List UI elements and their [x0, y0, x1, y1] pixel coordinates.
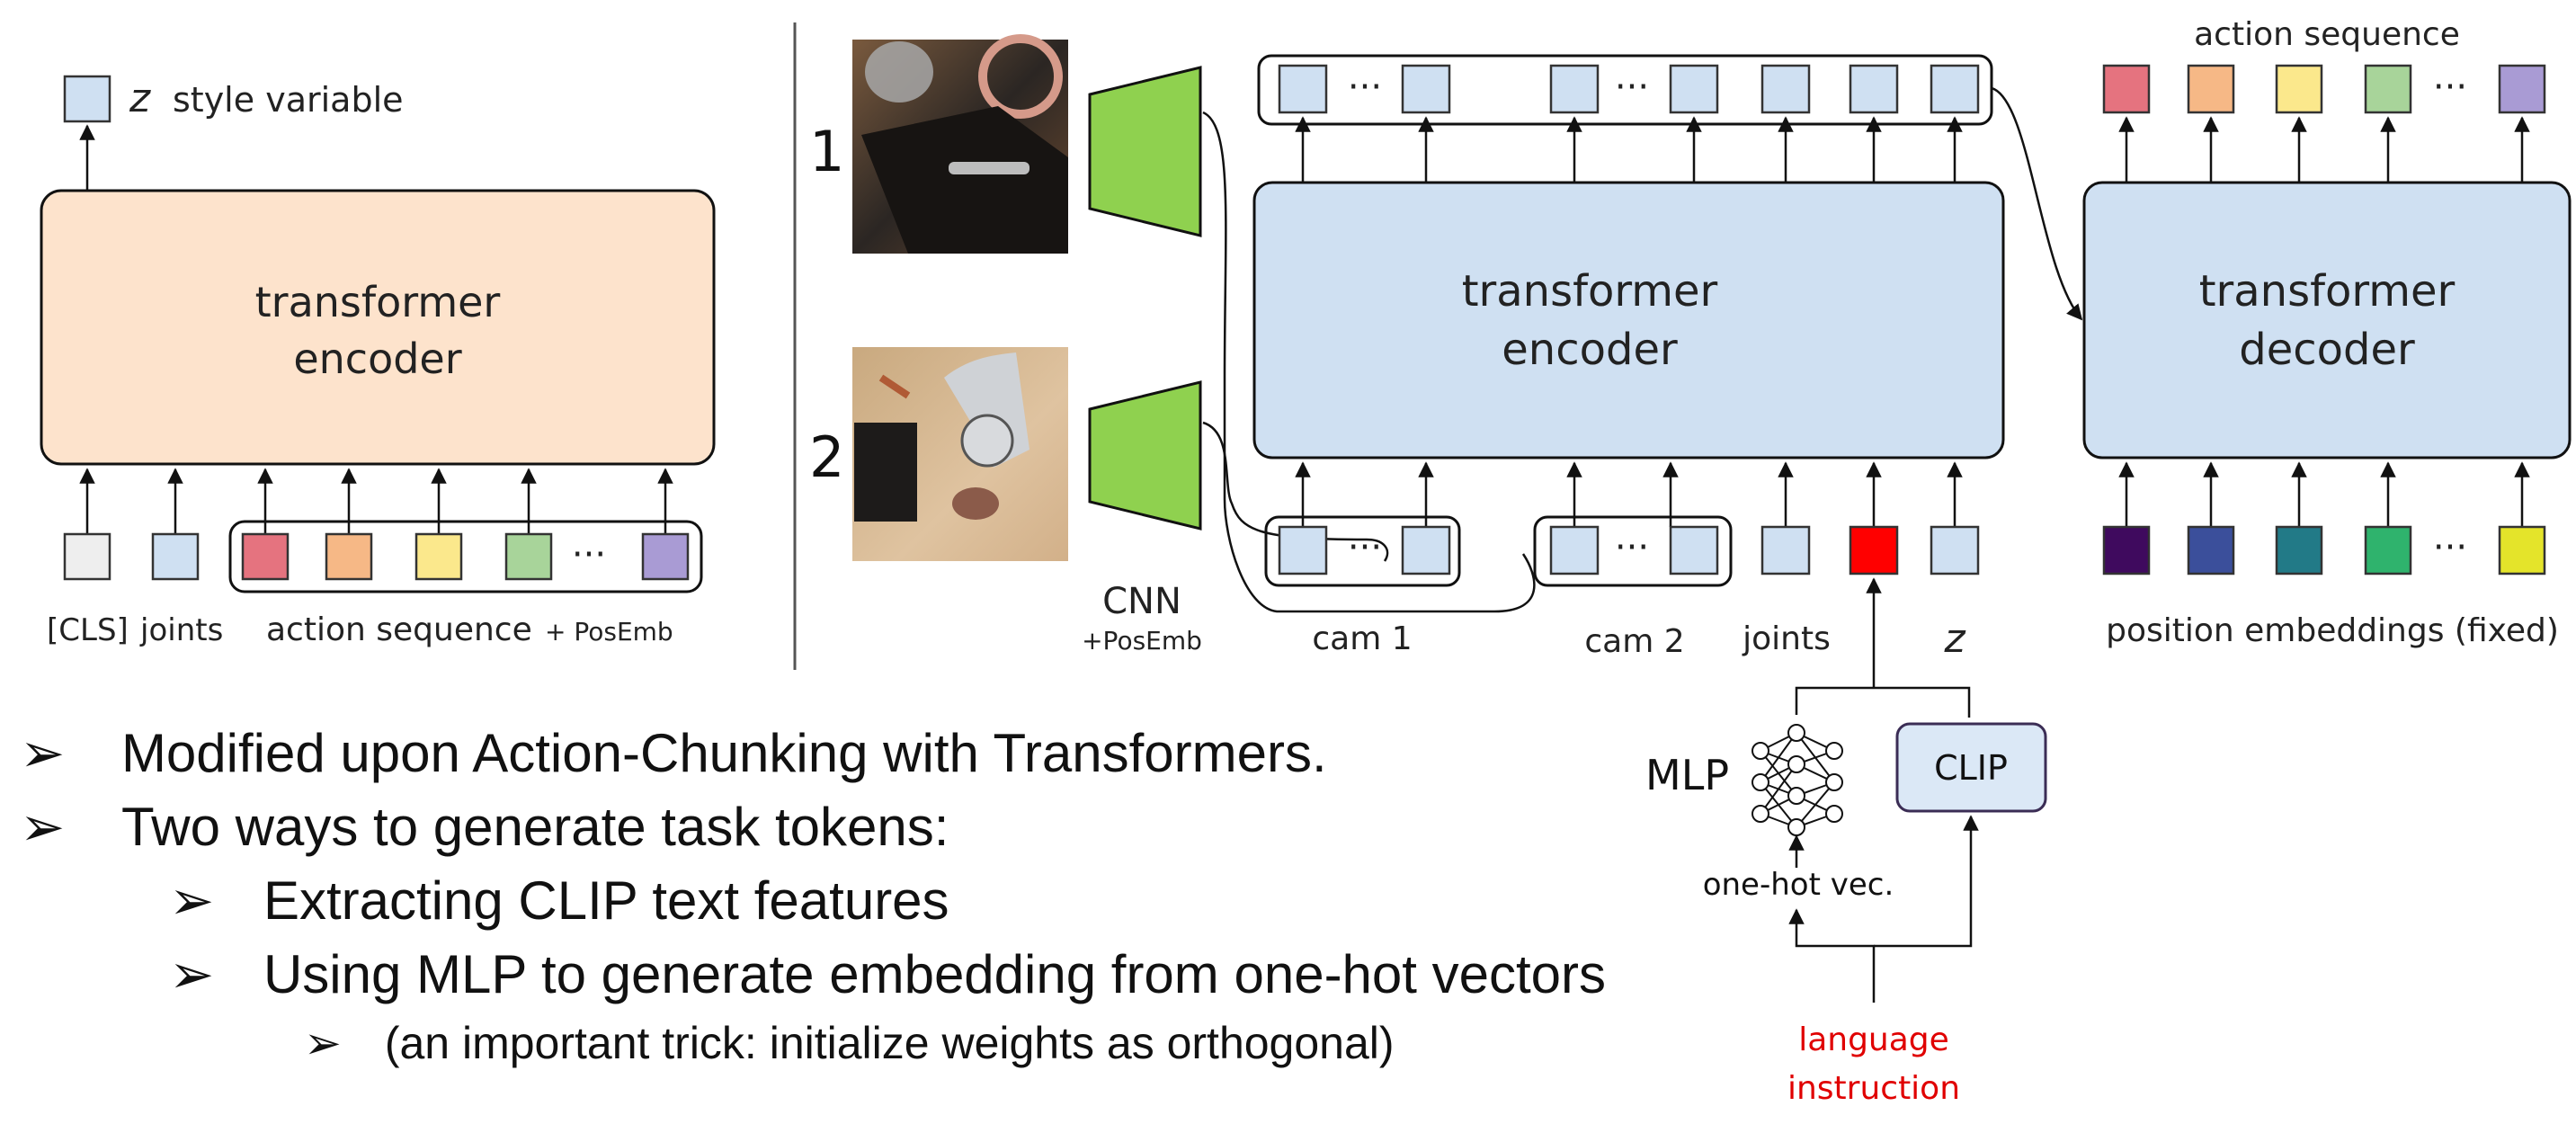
- decoder-label-2: decoder: [2239, 325, 2415, 375]
- cam2-number: 2: [809, 424, 844, 490]
- vae-action-token: [414, 532, 463, 581]
- cam1-number: 1: [809, 119, 844, 184]
- vae-style-label: style variable: [173, 80, 404, 120]
- encoder-output-token: [1930, 64, 1980, 114]
- language-label-1: language: [1798, 1021, 1949, 1058]
- vae-encoder-label-1: transformer: [255, 278, 501, 326]
- bullet-text: Using MLP to generate embedding from one…: [263, 944, 1607, 1004]
- camera-image-1: [852, 34, 1068, 254]
- encoder-output-token: [1278, 64, 1328, 114]
- action-ellipsis: ···: [2433, 67, 2467, 108]
- encoder-output-token: [1849, 64, 1899, 114]
- vae-action-token: [504, 532, 553, 581]
- z-token: [1930, 525, 1980, 575]
- encoder-output-token: [1760, 64, 1811, 114]
- vae-posemb-label: + PosEmb: [545, 617, 673, 647]
- bullet-marker: ➢: [20, 797, 66, 857]
- policy-transformer-encoder: [1252, 181, 2005, 459]
- posemb-token: [2102, 525, 2151, 575]
- language-label-2: instruction: [1787, 1070, 1960, 1107]
- cam1-token: [1278, 525, 1328, 575]
- bullet-text: Modified upon Action-Chunking with Trans…: [120, 723, 1327, 783]
- vae-ellipsis: ···: [572, 534, 606, 575]
- bullet-1: ➢ Modified upon Action-Chunking with Tra…: [20, 727, 1327, 781]
- posemb-token: [2498, 525, 2546, 575]
- decoder-label-1: transformer: [2199, 266, 2456, 317]
- bullet-marker: ➢: [20, 723, 66, 783]
- bullet-5: ➢ (an important trick: initialize weight…: [304, 1021, 1395, 1066]
- joints-label: joints: [1742, 620, 1831, 657]
- cam1-token: [1401, 525, 1451, 575]
- policy-encoder-label-2: encoder: [1502, 325, 1678, 375]
- mlp-network-icon: [1752, 724, 1843, 836]
- encoder-output-ellipsis: ···: [1615, 67, 1649, 108]
- bullet-marker: ➢: [169, 870, 215, 931]
- cam2-ellipsis: ···: [1615, 527, 1649, 568]
- policy-encoder-label-1: transformer: [1462, 266, 1718, 317]
- vae-z-symbol: z: [129, 76, 151, 121]
- encoder-output-token: [1401, 64, 1451, 114]
- clip-box: [1895, 722, 2047, 813]
- vae-cls-label: [CLS]: [47, 612, 129, 648]
- bullet-4: ➢ Using MLP to generate embedding from o…: [169, 948, 1606, 1002]
- cam1-ellipsis: ···: [1348, 527, 1382, 568]
- z-label: z: [1943, 616, 1965, 662]
- posemb-token: [2187, 525, 2235, 575]
- bullet-3: ➢ Extracting CLIP text features: [169, 874, 949, 928]
- mlp-label: MLP: [1645, 751, 1729, 799]
- bullet-marker: ➢: [169, 944, 215, 1004]
- encoder-output-token: [1669, 64, 1719, 114]
- cam2-token-group: [1533, 515, 1733, 587]
- cnn-posemb-label: +PosEmb: [1082, 626, 1202, 656]
- policy-panel: 1 2 CNN +PosEmb ···: [809, 16, 2572, 1107]
- action-token: [2364, 64, 2412, 114]
- encoder-output-group: [1257, 54, 1993, 126]
- cnn-label: CNN: [1102, 581, 1181, 622]
- clip-label: CLIP: [1934, 748, 2008, 788]
- onehot-label: one-hot vec.: [1703, 867, 1894, 903]
- vae-action-token: [325, 532, 373, 581]
- vae-transformer-encoder: [40, 189, 716, 466]
- bullet-2: ➢ Two ways to generate task tokens:: [20, 800, 949, 854]
- vae-action-token: [241, 532, 290, 581]
- cam1-label: cam 1: [1312, 620, 1412, 657]
- action-token: [2275, 64, 2323, 114]
- action-token: [2102, 64, 2151, 114]
- cnn-block-1: [1088, 66, 1202, 237]
- encoder-output-ellipsis: ···: [1348, 67, 1382, 108]
- encoder-output-token: [1549, 64, 1600, 114]
- cam2-token: [1549, 525, 1600, 575]
- position-embeddings-label: position embeddings (fixed): [2106, 612, 2559, 649]
- cam2-label: cam 2: [1584, 623, 1684, 660]
- vae-z-token: [63, 75, 111, 123]
- vae-encoder-label-2: encoder: [293, 335, 461, 383]
- vae-actions-label: action sequence: [266, 611, 532, 648]
- cam2-token: [1669, 525, 1719, 575]
- task-token: [1849, 525, 1899, 575]
- vae-cls-token: [63, 532, 111, 581]
- vae-joints-token: [151, 532, 200, 581]
- joints-token: [1760, 525, 1811, 575]
- bullet-marker: ➢: [304, 1018, 342, 1068]
- cam1-token-group: [1264, 515, 1461, 587]
- posemb-ellipsis: ···: [2433, 527, 2467, 568]
- cnn-block-2: [1088, 380, 1202, 531]
- posemb-token: [2364, 525, 2412, 575]
- action-sequence-label: action sequence: [2194, 16, 2460, 53]
- posemb-token: [2275, 525, 2323, 575]
- bullet-text: (an important trick: initialize weights …: [384, 1018, 1395, 1068]
- camera-image-2: [852, 347, 1068, 561]
- action-token: [2187, 64, 2235, 114]
- policy-transformer-decoder: [2082, 181, 2572, 459]
- vae-encoder-panel: z style variable transformer encoder ···…: [40, 75, 716, 648]
- vae-action-group: [228, 520, 703, 593]
- vae-joints-label: joints: [139, 612, 223, 648]
- bullet-text: Two ways to generate task tokens:: [120, 797, 949, 857]
- action-token: [2498, 64, 2546, 114]
- vae-action-token: [641, 532, 690, 581]
- bullet-text: Extracting CLIP text features: [263, 870, 949, 931]
